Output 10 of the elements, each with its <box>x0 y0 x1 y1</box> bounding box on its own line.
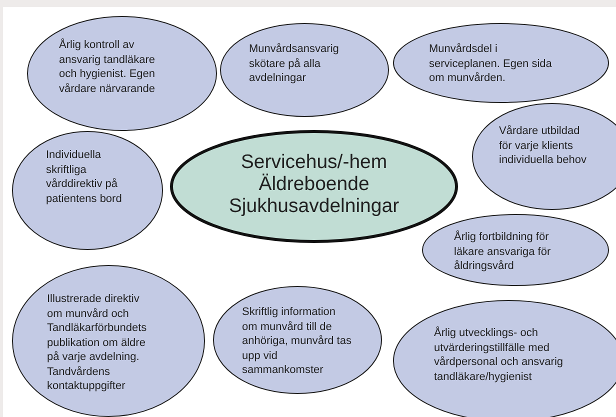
topic-text: Årlig kontroll av ansvarig tandläkare och hygienist. Egen vårdare närvarande <box>59 38 156 96</box>
topic-text: Årlig utvecklings- och utvärderingstillfälle med vårdpersonal och ansvarig tandläkare/hygienist <box>434 326 564 384</box>
topic-text: Individuella skriftliga vårddirektiv på patientens bord <box>46 148 123 206</box>
topic-text: Årlig fortbildning för läkare ansvariga för åldringsvård <box>454 230 552 274</box>
topic-text: Illustrerade direktiv om munvård och Tandläkarförbundets publikation om äldre på varje avdelning. Tandvårdens kontaktuppgifter <box>47 292 148 394</box>
topic-text: Vårdare utbildad för varje klients individuella behov <box>499 124 588 168</box>
central-title: Servicehus/-hem Äldreboende Sjukhusavdelningar <box>228 151 400 217</box>
topic-text: Munvårdsdel i serviceplanen. Egen sida om munvården. <box>429 42 553 86</box>
topic-text: Munvårdsansvarig skötare på alla avdelningar <box>249 42 340 86</box>
topic-text: Skriftlig information om munvård till de anhöriga, munvård tas upp vid sammankomster <box>242 305 352 378</box>
